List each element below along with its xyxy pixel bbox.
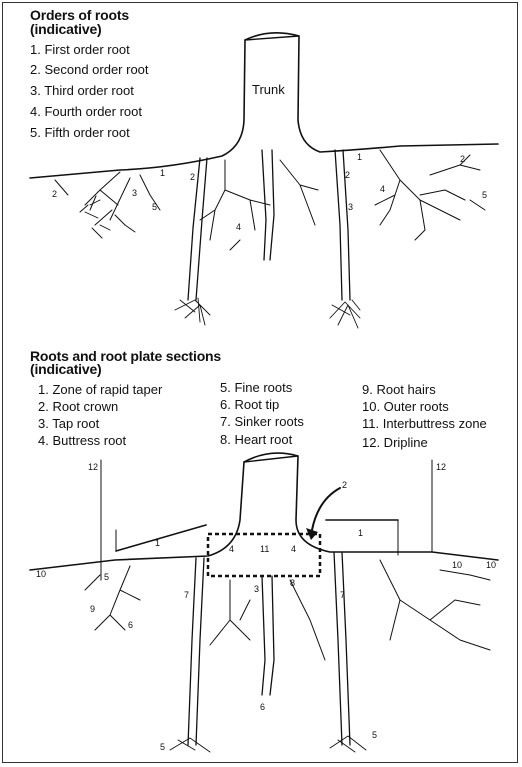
- zone-label-9: 9: [90, 604, 95, 614]
- zone-label-7b: 7: [340, 590, 345, 600]
- zone-label-2: 2: [342, 480, 347, 490]
- taper-arrow-left: [116, 525, 206, 551]
- order-label-1: 1: [160, 168, 165, 178]
- tap-root-2: [262, 576, 274, 695]
- zone-label-4a: 4: [229, 544, 234, 554]
- order-label-1b: 1: [357, 152, 362, 162]
- order-label-3a: 3: [132, 188, 137, 198]
- zone-label-10c: 10: [486, 560, 496, 570]
- zone-label-4b: 4: [291, 544, 296, 554]
- right-branch-roots: [375, 150, 485, 240]
- order-label-2c: 2: [345, 170, 350, 180]
- order-label-5a: 5: [152, 202, 157, 212]
- zone-label-8: 8: [290, 578, 295, 588]
- order-label-3b: 3: [348, 202, 353, 212]
- branch-roots-right-2: [380, 560, 490, 650]
- fine-roots-right: [330, 300, 360, 328]
- sinker-root-left-2: [188, 558, 204, 745]
- zone-label-5a: 5: [104, 572, 109, 582]
- branch-roots-center-2: [210, 580, 325, 660]
- order-label-4b: 4: [236, 222, 241, 232]
- sinker-root-right-2: [334, 552, 350, 745]
- zone-label-6b: 6: [260, 702, 265, 712]
- root-crown-arrow: [312, 488, 340, 530]
- left-branch-roots: [55, 172, 160, 225]
- zone-label-12b: 12: [436, 462, 446, 472]
- fine-roots-left: [175, 298, 210, 325]
- trunk-outline: [30, 33, 498, 178]
- order-label-4a: 4: [380, 184, 385, 194]
- zone-label-12a: 12: [88, 462, 98, 472]
- zone-label-6a: 6: [128, 620, 133, 630]
- zone-label-1b: 1: [358, 528, 363, 538]
- zone-label-5c: 5: [372, 730, 377, 740]
- zone-label-7a: 7: [184, 590, 189, 600]
- zone-label-10b: 10: [452, 560, 462, 570]
- zone-label-1a: 1: [155, 538, 160, 548]
- zone-label-5b: 5: [160, 742, 165, 752]
- fine-roots-bottom: [170, 736, 366, 752]
- zone-label-11: 11: [260, 544, 269, 554]
- order-label-2d: 2: [460, 154, 465, 164]
- order-label-2a: 2: [190, 172, 195, 182]
- order-label-2b: 2: [52, 189, 57, 199]
- order-label-5b: 5: [482, 190, 487, 200]
- zone-label-3: 3: [254, 584, 259, 594]
- center-branch-roots: [200, 160, 318, 250]
- trunk-label: Trunk: [252, 82, 285, 97]
- zone-label-10a: 10: [36, 569, 46, 579]
